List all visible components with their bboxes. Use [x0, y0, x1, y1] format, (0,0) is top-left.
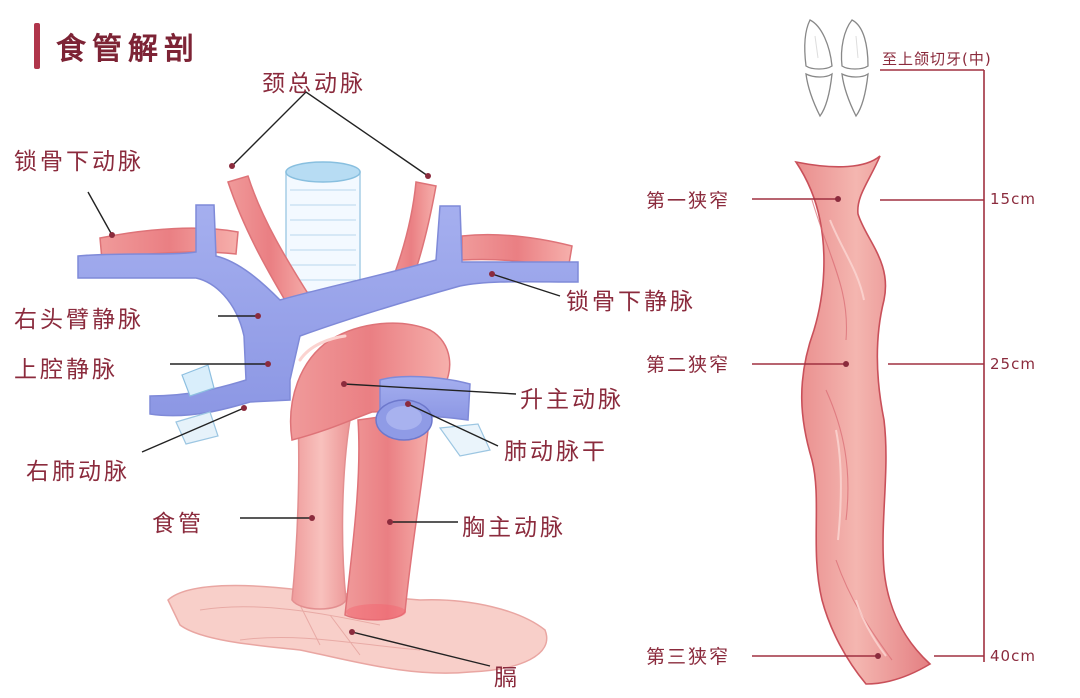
label-first-narrowing: 第一狭窄: [646, 190, 731, 212]
label-subclavian-vein: 锁骨下静脉: [566, 289, 696, 315]
thoracic-aorta-shape: [344, 409, 431, 621]
narrowing-leaders: [752, 198, 878, 657]
label-ascending-aorta: 升主动脉: [520, 387, 624, 413]
label-right-pulmonary-artery: 右肺动脉: [26, 459, 130, 485]
label-third-narrowing: 第三狭窄: [646, 646, 731, 668]
label-superior-vena-cava: 上腔静脉: [14, 357, 118, 383]
label-pulmonary-trunk: 肺动脉干: [504, 439, 608, 465]
label-second-narrowing: 第二狭窄: [646, 354, 731, 376]
label-distance-25cm: 25cm: [990, 355, 1036, 373]
title-accent-bar: [34, 23, 40, 69]
vein-system-shape: [77, 204, 579, 417]
incisor-teeth-shape: [804, 19, 869, 118]
page-title: 食管解剖: [34, 20, 200, 72]
esophagus-tube-shape: [794, 155, 932, 685]
label-common-carotid: 颈总动脉: [262, 71, 366, 97]
label-brachiocephalic-vein: 右头臂静脉: [14, 307, 144, 333]
label-thoracic-aorta: 胸主动脉: [462, 515, 566, 541]
label-distance-15cm: 15cm: [990, 190, 1036, 208]
label-diaphragm: 膈: [494, 665, 520, 691]
label-subclavian-artery: 锁骨下动脉: [14, 149, 144, 175]
distance-ruler: [880, 69, 985, 662]
leader-lines: [87, 91, 561, 667]
label-esophagus: 食管: [152, 511, 204, 537]
page-title-text: 食管解剖: [56, 32, 200, 67]
pulmonary-trunk-shape: [375, 375, 491, 457]
label-teeth-reference: 至上颌切牙(中): [882, 50, 992, 68]
esophagus-shape: [291, 419, 351, 610]
ascending-aorta-shape: [289, 322, 451, 441]
label-distance-40cm: 40cm: [990, 647, 1036, 665]
trachea-shape: [285, 161, 361, 293]
